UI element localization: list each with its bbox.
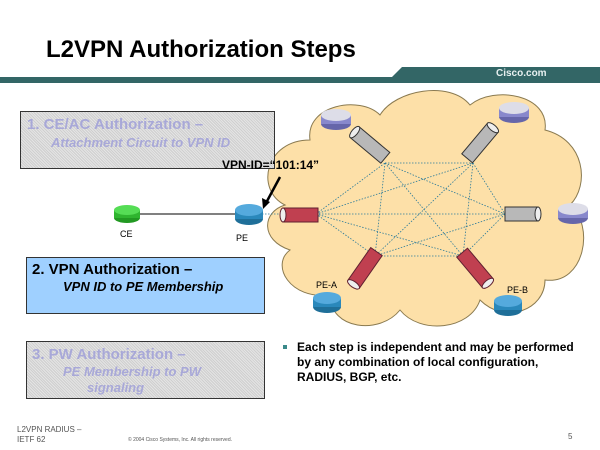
step-1-sub: Attachment Circuit to VPN ID [51, 135, 231, 150]
step-2-box: 2. VPN Authorization – VPN ID to PE Memb… [26, 257, 265, 314]
step-3-heading: 3. PW Authorization – [32, 346, 186, 363]
step-3-sub2: signaling [87, 380, 145, 395]
tunnel-pe-a [347, 246, 383, 290]
pe-a-label: PE-A [316, 280, 338, 290]
step-3-box: 3. PW Authorization – PE Membership to P… [26, 341, 265, 399]
step-1-box: 1. CE/AC Authorization – Attachment Circ… [20, 111, 275, 169]
bullet-icon [283, 345, 287, 349]
page-number: 5 [568, 432, 573, 441]
ce-label: CE [120, 229, 133, 239]
router-pe-icon [235, 204, 263, 225]
footer-copyright: © 2004 Cisco Systems, Inc. All rights re… [128, 437, 233, 443]
router-top-left-icon [321, 109, 351, 130]
vpn-id-arrow [262, 176, 282, 209]
vpn-id-label: VPN-ID=“101:14” [222, 158, 320, 172]
slide-title: L2VPN Authorization Steps [46, 36, 356, 63]
router-top-right-icon [499, 102, 529, 123]
router-ce-icon [114, 205, 140, 223]
step-2-sub: VPN ID to PE Membership [63, 279, 224, 294]
step-1-heading: 1. CE/AC Authorization – [27, 116, 204, 133]
bullet-text: Each step is independent and may be perf… [297, 340, 574, 384]
tunnel-top-left [349, 125, 391, 164]
tunnel-right [504, 206, 542, 222]
router-pe-b-icon [494, 295, 522, 316]
pe-b-label: PE-B [507, 285, 529, 295]
step-2-heading: 2. VPN Authorization – [32, 261, 193, 278]
tunnel-pe [279, 207, 319, 223]
step-3-sub: PE Membership to PW [63, 364, 201, 379]
tunnel-top-right [461, 122, 500, 164]
pseudowire-mesh [262, 162, 506, 257]
footer-title-line2: IETF 62 [17, 435, 46, 444]
router-pe-a-icon [313, 292, 341, 313]
router-right-icon [558, 203, 588, 224]
cisco-brand: Cisco.com [496, 68, 547, 79]
pe-label: PE [236, 233, 249, 243]
footer-title-line1: L2VPN RADIUS – [17, 425, 82, 434]
tunnel-pe-b [456, 247, 495, 289]
header-bar [0, 67, 600, 83]
